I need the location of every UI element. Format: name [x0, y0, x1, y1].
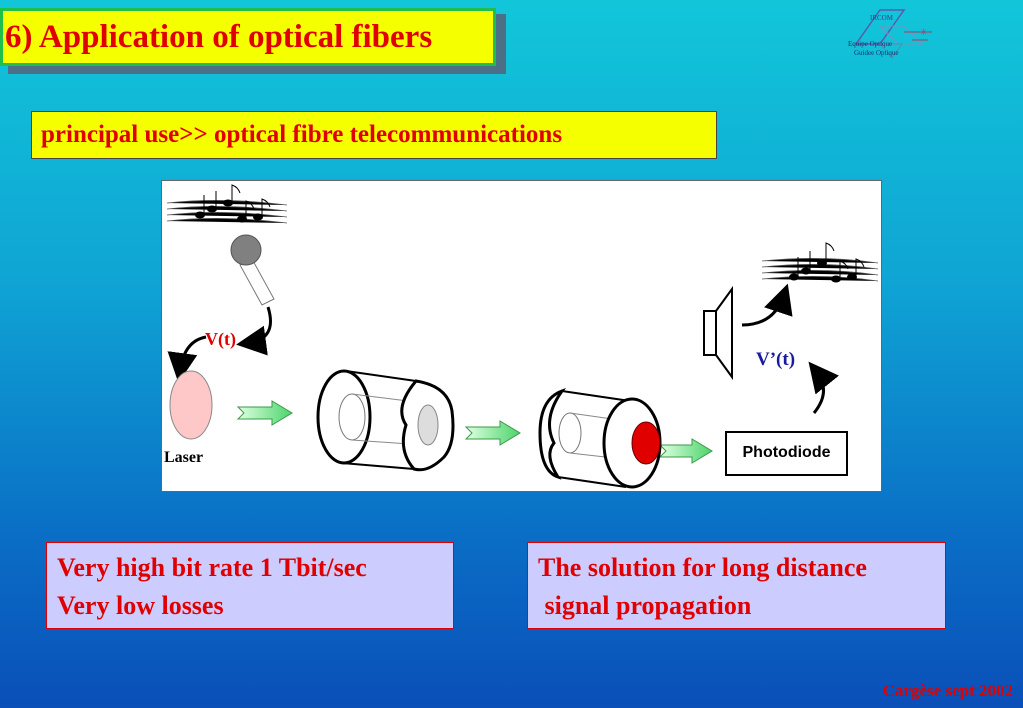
photodiode-box: Photodiode [725, 431, 848, 476]
laser-label: Laser [164, 449, 204, 466]
optical-link-diagram: V(t) V’(t) Laser Photodiode [161, 180, 882, 492]
long-distance-info-box: The solution for long distance signal pr… [527, 542, 946, 629]
input-signal-label: V(t) [205, 329, 236, 349]
losses-text: Very low losses [57, 591, 224, 620]
optical-fiber-2-icon [538, 387, 662, 489]
laser-source-icon [169, 370, 213, 440]
laser-drive-arrow [167, 335, 207, 383]
logo-text-line2: Guidee Optique [854, 49, 899, 57]
long-distance-text-2: signal propagation [538, 591, 752, 620]
bit-rate-text: Very high bit rate 1 Tbit/sec [57, 553, 367, 582]
light-arrow-2 [464, 420, 521, 446]
optical-fiber-1-icon [316, 369, 455, 472]
speaker-output-arrow [741, 283, 793, 327]
footer-credit: Cargèse sept 2002 [882, 681, 1013, 700]
slide-title: 6) Application of optical fibers [0, 8, 496, 66]
subtitle-box: principal use>> optical fibre telecommun… [31, 111, 717, 159]
bit-rate-info-box: Very high bit rate 1 Tbit/sec Very low l… [46, 542, 454, 629]
music-notes-output-icon [761, 242, 879, 283]
output-signal-label: V’(t) [756, 349, 796, 370]
svg-text:✳: ✳ [920, 27, 928, 37]
light-arrow-3 [658, 438, 713, 464]
logo-text-top: IRCOM [870, 14, 893, 22]
loudspeaker-icon [703, 285, 733, 381]
light-arrow-1 [236, 400, 293, 426]
ircom-logo: ✳ IRCOM Equipe Optique Guidee Optique [840, 4, 940, 64]
fiber-core-output [631, 421, 661, 465]
diagram-graphics [166, 184, 879, 489]
long-distance-text-1: The solution for long distance [538, 553, 867, 582]
mic-signal-arrow [236, 306, 272, 356]
logo-text-line1: Equipe Optique [848, 40, 893, 48]
logo-graphic: ✳ [854, 9, 932, 59]
music-notes-input-icon [166, 184, 288, 224]
microphone-icon [230, 234, 275, 306]
photodiode-signal-arrow [808, 361, 839, 414]
